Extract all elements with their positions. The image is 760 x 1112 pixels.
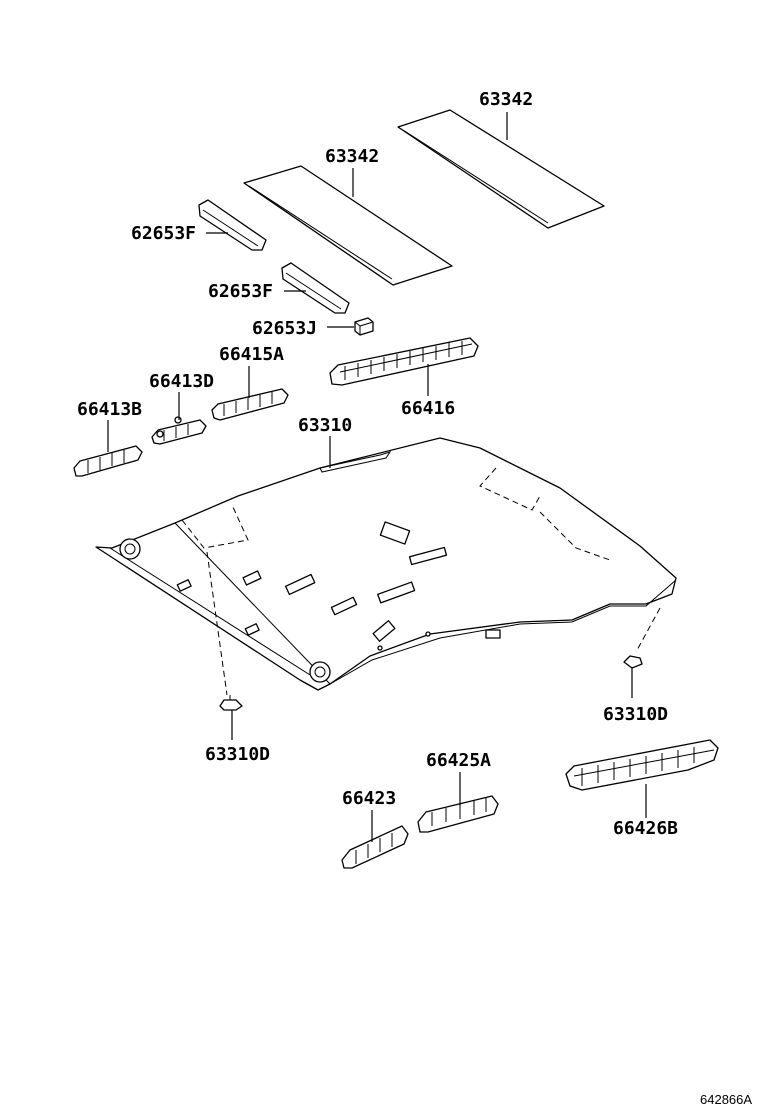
bar-62653F-1[interactable] bbox=[198, 199, 267, 251]
callout-63342-mid: 63342 bbox=[325, 146, 379, 167]
pad-66425A[interactable] bbox=[417, 795, 499, 833]
pad-66413B[interactable] bbox=[73, 445, 143, 477]
bar-62653F-2[interactable] bbox=[281, 262, 350, 314]
callout-66413B: 66413B bbox=[77, 399, 142, 420]
callout-66415A: 66415A bbox=[219, 344, 284, 365]
dashed-outline-right-2 bbox=[539, 511, 611, 561]
clip-63310D-right[interactable] bbox=[623, 655, 643, 669]
clip-63310D-left[interactable] bbox=[219, 695, 243, 711]
callout-66426B: 66426B bbox=[613, 818, 678, 839]
callout-63310: 63310 bbox=[298, 415, 352, 436]
dashed-line-clip-right bbox=[635, 607, 661, 653]
callout-62653J: 62653J bbox=[252, 318, 317, 339]
pad-66415A[interactable] bbox=[211, 388, 289, 421]
callout-62653F-1: 62653F bbox=[131, 223, 196, 244]
pad-66423[interactable] bbox=[341, 825, 409, 869]
callout-66425A: 66425A bbox=[426, 750, 491, 771]
block-62653J[interactable] bbox=[354, 317, 374, 336]
callout-63342-top: 63342 bbox=[479, 89, 533, 110]
callout-63310D-right: 63310D bbox=[603, 704, 668, 725]
reference-code: 642866A bbox=[700, 1092, 752, 1107]
dashed-outline-right bbox=[479, 467, 541, 511]
pad-63342-top[interactable] bbox=[397, 109, 605, 229]
dashed-line-clip-left bbox=[206, 551, 228, 696]
callout-62653F-2: 62653F bbox=[208, 281, 273, 302]
callout-66413D: 66413D bbox=[149, 371, 214, 392]
callout-63310D-left: 63310D bbox=[205, 744, 270, 765]
callout-66423: 66423 bbox=[342, 788, 396, 809]
pad-63342-mid[interactable] bbox=[243, 165, 453, 286]
headliner-63310[interactable] bbox=[95, 437, 677, 691]
pad-66426B[interactable] bbox=[565, 739, 719, 791]
pad-66413D[interactable] bbox=[151, 416, 207, 445]
pad-66416[interactable] bbox=[329, 337, 479, 386]
callout-66416: 66416 bbox=[401, 398, 455, 419]
